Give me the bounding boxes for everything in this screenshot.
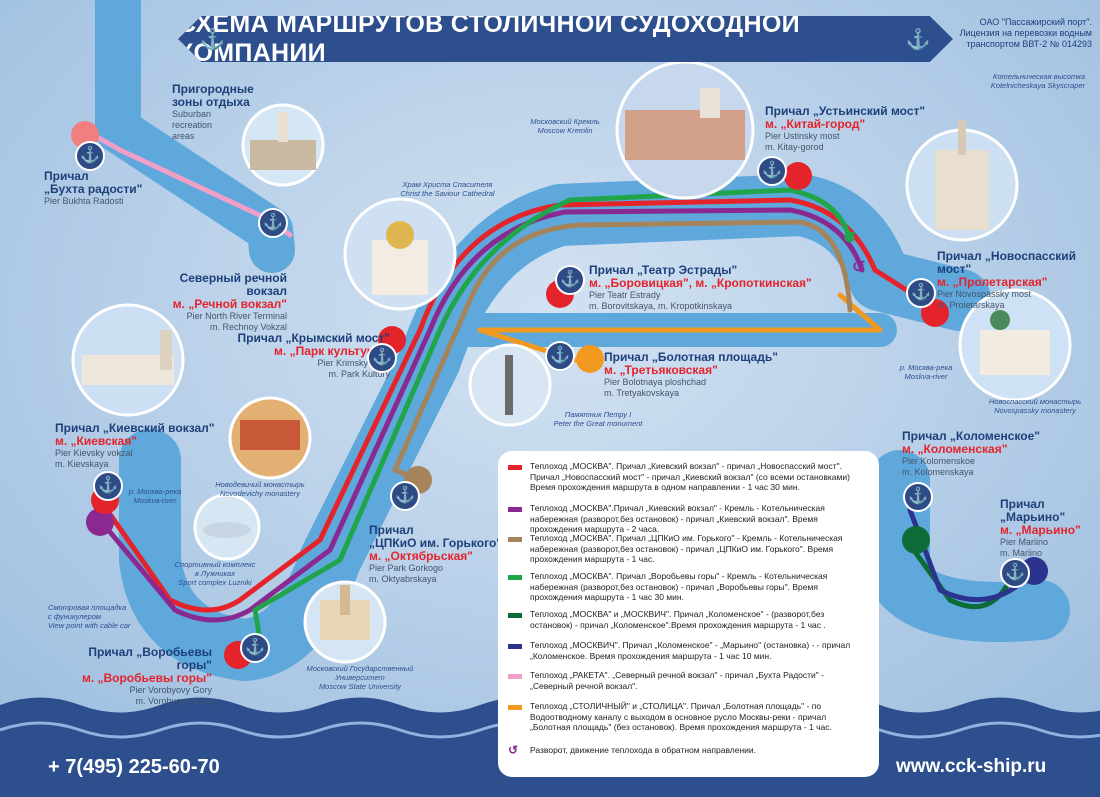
legend-swatch [508, 575, 522, 580]
pier-gorky[interactable]: Причал „ЦПКиО им. Горького" м. „Октябрьс… [369, 523, 502, 585]
route-legend: Теплоход „МОСКВА". Причал „Киевский вокз… [498, 451, 879, 777]
pier-ustinsky[interactable]: Причал „Устьинский мост" м. „Китай-город… [765, 104, 926, 153]
legend-item: Теплоход „МОСКВА".Причал „Киевский вокза… [508, 503, 868, 535]
license-line: транспортом ВВТ-2 № 014293 [966, 39, 1092, 49]
legend-swatch [508, 465, 522, 470]
pier-bolotnaya[interactable]: Причал „Болотная площадь" м. „Третьяковс… [604, 350, 778, 399]
legend-item: Теплоход „МОСКВИЧ". Причал „Коломенское"… [508, 640, 868, 661]
title-banner: ⚓ СХЕМА МАРШРУТОВ СТОЛИЧНОЙ СУДОХОДНОЙ К… [178, 16, 953, 62]
legend-swatch [508, 674, 522, 679]
legend-item: Теплоход „РАКЕТА". „Северный речной вокз… [508, 670, 868, 691]
u-turn-icon: ↺ [508, 743, 519, 757]
pier-bukhta[interactable]: Причал „Бухта радости" Pier Bukhta Rados… [44, 169, 143, 207]
route-green [252, 187, 853, 643]
route-orange [477, 292, 883, 363]
landmark-photos [71, 60, 1072, 664]
legend-item: Теплоход „СТОЛИЧНЫЙ" и „СТОЛИЦА". Причал… [508, 701, 868, 733]
anchor-icon[interactable]: ⚓ [906, 278, 936, 308]
website-link[interactable]: www.cck-ship.ru [896, 756, 1047, 777]
pier-kolomenskoe[interactable]: Причал „Коломенское" м. „Коломенская" Pi… [902, 429, 1040, 478]
anchor-icon: ⚓ [200, 29, 226, 51]
license-line: Лицензия на перевозки водным [959, 28, 1092, 38]
u-turn-icon: ↺ [852, 259, 866, 276]
pier-novospassky[interactable]: Причал „Новоспасский мост" м. „Пролетарс… [937, 249, 1077, 311]
legend-swatch [508, 644, 522, 649]
pier-kievsky[interactable]: Причал „Киевский вокзал" м. „Киевская" P… [55, 421, 215, 470]
route-darkgreen [907, 542, 1013, 610]
pier-rechnoy[interactable]: Северный речной вокзал м. „Речной вокзал… [172, 271, 287, 333]
pier-estrady[interactable]: Причал „Театр Эстрады" м. „Боровицкая", … [589, 263, 812, 312]
route-purple [97, 207, 865, 623]
license-line: ОАО "Пассажирский порт". [979, 17, 1092, 27]
anchor-icon[interactable]: ⚓ [545, 341, 575, 371]
u-turn-icon: ↺ [843, 230, 857, 247]
pier-marino[interactable]: Причал „Марьино" м. „Марьино" Pier Marii… [1000, 497, 1081, 559]
route-brown [392, 219, 853, 483]
anchor-icon[interactable]: ⚓ [258, 208, 288, 238]
legend-item: ↺ Разворот, движение теплохода в обратно… [508, 743, 757, 757]
anchor-icon[interactable]: ⚓ [757, 156, 787, 186]
legend-swatch [508, 613, 522, 618]
legend-swatch [508, 537, 522, 542]
anchor-icon[interactable]: ⚓ [903, 482, 933, 512]
anchor-icon[interactable]: ⚓ [367, 343, 397, 373]
anchor-icon: ⚓ [905, 29, 931, 51]
pier-markers [71, 121, 1048, 669]
pier-krymsky[interactable]: Причал „Крымский мост" м. „Парк культуры… [237, 331, 390, 380]
legend-item: Теплоход „МОСКВА". Причал „Воробьевы гор… [508, 571, 868, 603]
legend-item: Теплоход „МОСКВА". Причал „ЦПКиО им. Гор… [508, 533, 868, 565]
anchor-icon[interactable]: ⚓ [93, 471, 123, 501]
legend-item: Теплоход „МОСКВА" и „МОСКВИЧ". Причал „К… [508, 609, 868, 630]
legend-item: Теплоход „МОСКВА". Причал „Киевский вокз… [508, 461, 868, 493]
legend-swatch [508, 507, 522, 512]
page-title: СХЕМА МАРШРУТОВ СТОЛИЧНОЙ СУДОХОДНОЙ КОМ… [178, 10, 800, 67]
anchor-icon[interactable]: ⚓ [240, 633, 270, 663]
anchor-icon[interactable]: ⚓ [1000, 558, 1030, 588]
anchor-icon[interactable]: ⚓ [555, 265, 585, 295]
license-info: ОАО "Пассажирский порт". Лицензия на пер… [952, 17, 1092, 50]
pier-vorobyovy[interactable]: Причал „Воробьевы горы" м. „Воробьевы го… [81, 645, 212, 707]
phone-number[interactable]: + 7(495) 225-60-70 [48, 756, 220, 778]
suburban-label: Пригородные зоны отдыха Suburban recreat… [172, 82, 254, 142]
legend-swatch [508, 705, 522, 710]
anchor-icon[interactable]: ⚓ [390, 481, 420, 511]
anchor-icon[interactable]: ⚓ [75, 141, 105, 171]
